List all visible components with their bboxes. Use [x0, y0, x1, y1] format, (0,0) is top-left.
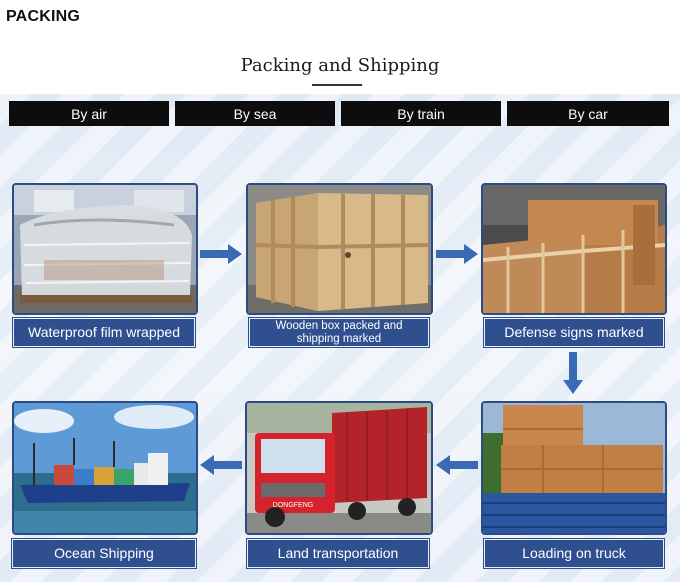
page-title: Packing and Shipping	[240, 55, 440, 76]
arrow-icon	[436, 455, 478, 475]
arrow-icon	[200, 244, 242, 264]
arrow-icon	[563, 352, 583, 394]
photo-container-ship	[12, 401, 198, 535]
title-underline	[312, 84, 362, 86]
step-label-loading-truck: Loading on truck	[484, 539, 664, 568]
photo-marked-crates	[481, 183, 667, 315]
step-label-wooden-box-line2: shipping marked	[296, 332, 382, 345]
step-label-wooden-box: Wooden box packed and shipping marked	[249, 318, 429, 347]
section-heading: PACKING	[6, 8, 80, 25]
photo-red-truck: DONGFENG	[245, 401, 433, 535]
truck-brand-text: DONGFENG	[273, 502, 313, 509]
step-label-wooden-box-line1: Wooden box packed and	[275, 320, 403, 333]
step-label-ocean-shipping: Ocean Shipping	[12, 539, 196, 568]
tab-by-air[interactable]: By air	[9, 101, 169, 126]
photo-film-wrapped-pallet	[12, 183, 198, 315]
tab-by-sea[interactable]: By sea	[175, 101, 335, 126]
step-label-defense-signs: Defense signs marked	[484, 318, 664, 347]
step-label-film-wrapped: Waterproof film wrapped	[13, 318, 195, 347]
photo-wooden-box	[246, 183, 433, 315]
tab-by-train[interactable]: By train	[341, 101, 501, 126]
tab-by-car[interactable]: By car	[507, 101, 669, 126]
step-label-land-transportation: Land transportation	[247, 539, 429, 568]
photo-loading-truck	[481, 401, 667, 535]
arrow-icon	[436, 244, 478, 264]
arrow-icon	[200, 455, 242, 475]
